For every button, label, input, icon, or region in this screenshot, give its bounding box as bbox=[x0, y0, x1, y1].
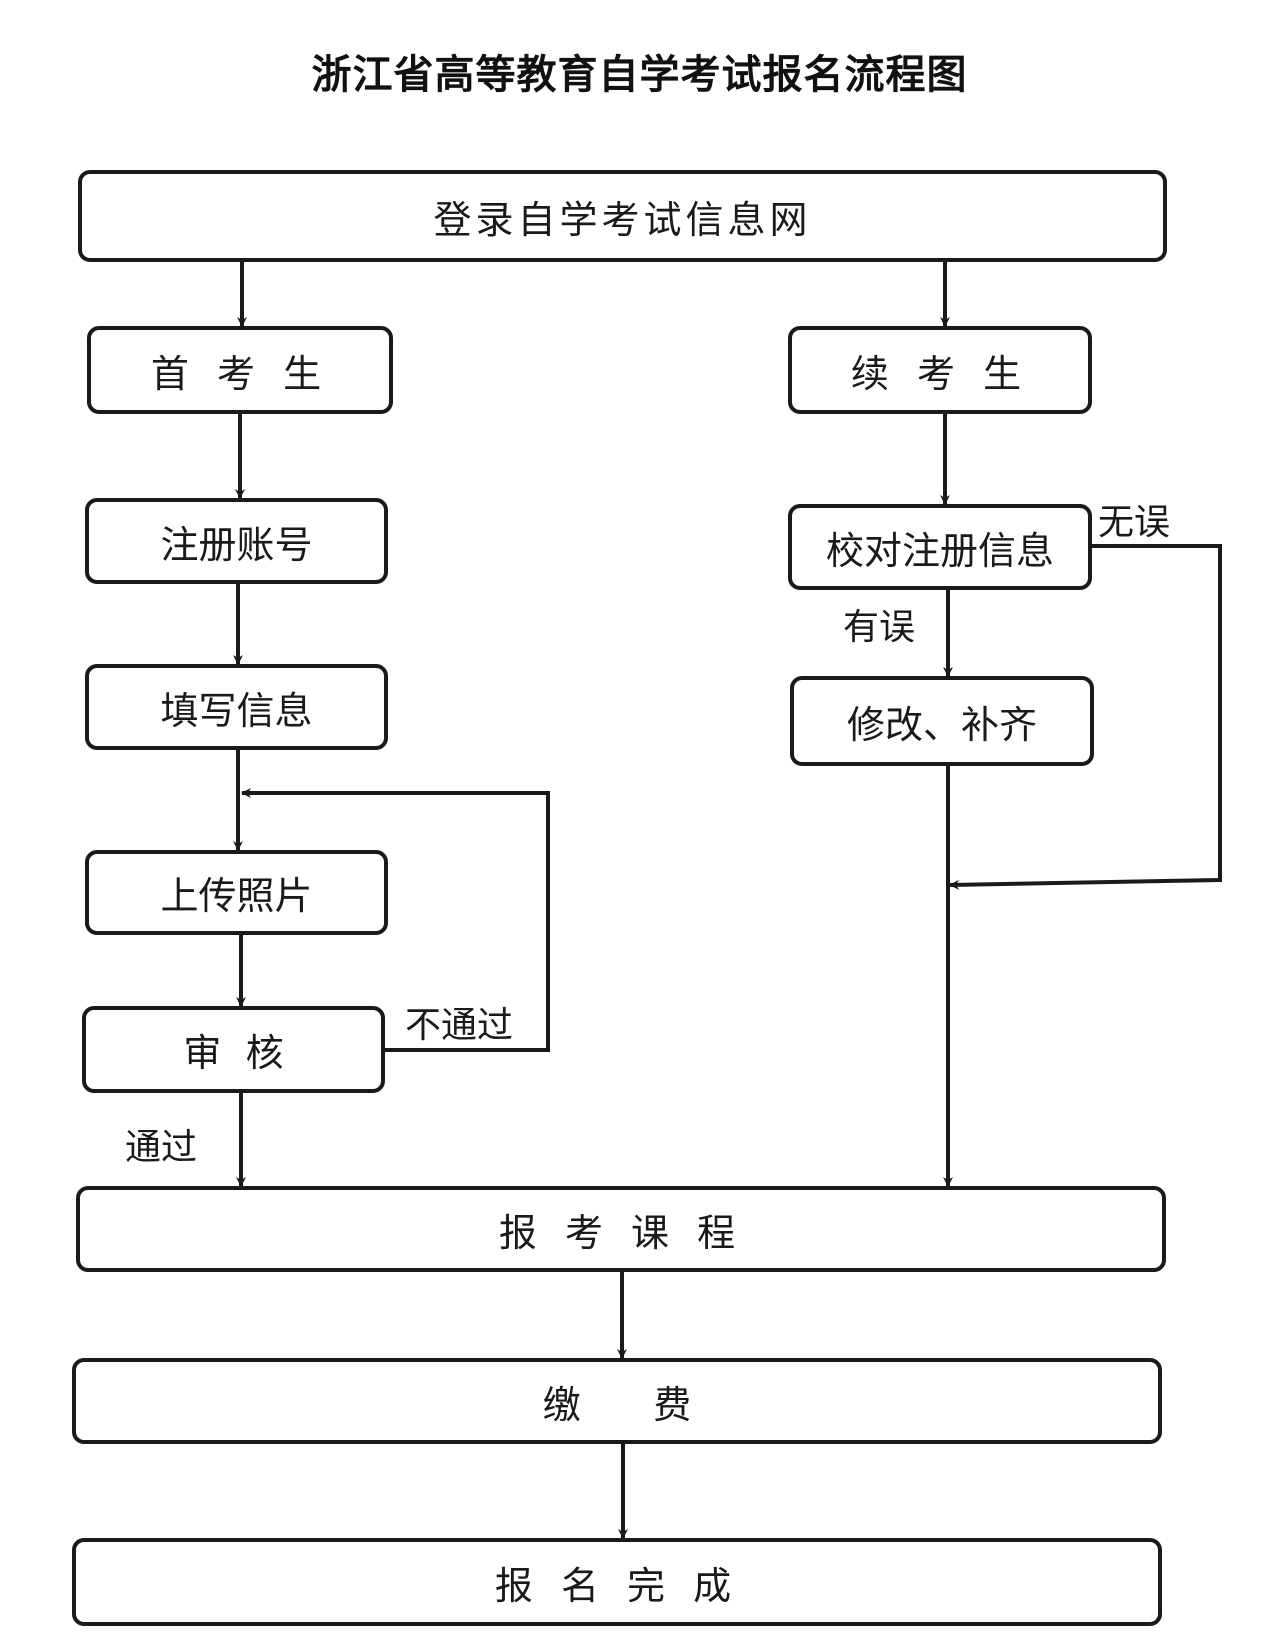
node-fill-info-label: 填写信息 bbox=[160, 688, 313, 733]
node-pay-label: 缴 费 bbox=[542, 1382, 692, 1427]
node-pay: 缴 费 bbox=[72, 1358, 1162, 1444]
node-upload-photo-label: 上传照片 bbox=[160, 874, 313, 918]
node-fix: 修改、补齐 bbox=[790, 676, 1094, 766]
node-login-label: 登录自学考试信息网 bbox=[433, 197, 812, 242]
node-review-label: 审 核 bbox=[183, 1031, 284, 1075]
node-verify: 校对注册信息 bbox=[788, 504, 1092, 590]
node-register: 注册账号 bbox=[85, 498, 388, 584]
edge-label-correct: 无误 bbox=[1098, 502, 1171, 543]
node-review: 审 核 bbox=[82, 1006, 385, 1093]
node-fix-label: 修改、补齐 bbox=[846, 702, 1037, 747]
edge-label-fail: 不通过 bbox=[405, 1005, 514, 1046]
node-fill-info: 填写信息 bbox=[85, 664, 388, 750]
node-register-label: 注册账号 bbox=[160, 522, 313, 567]
edge-label-error: 有误 bbox=[843, 607, 916, 648]
node-returning: 续 考 生 bbox=[788, 326, 1092, 414]
page-title: 浙江省高等教育自学考试报名流程图 bbox=[311, 52, 968, 98]
edge-label-pass: 通过 bbox=[125, 1127, 198, 1168]
node-complete-label: 报 名 完 成 bbox=[494, 1563, 740, 1608]
node-login: 登录自学考试信息网 bbox=[78, 170, 1167, 262]
node-returning-label: 续 考 生 bbox=[850, 351, 1030, 396]
node-enroll-courses: 报 考 课 程 bbox=[76, 1186, 1166, 1272]
node-enroll-courses-label: 报 考 课 程 bbox=[498, 1210, 744, 1255]
node-verify-label: 校对注册信息 bbox=[825, 528, 1054, 573]
node-complete: 报 名 完 成 bbox=[72, 1538, 1162, 1626]
node-first-time: 首 考 生 bbox=[87, 326, 393, 414]
node-first-time-label: 首 考 生 bbox=[150, 351, 330, 396]
node-upload-photo: 上传照片 bbox=[85, 850, 388, 935]
